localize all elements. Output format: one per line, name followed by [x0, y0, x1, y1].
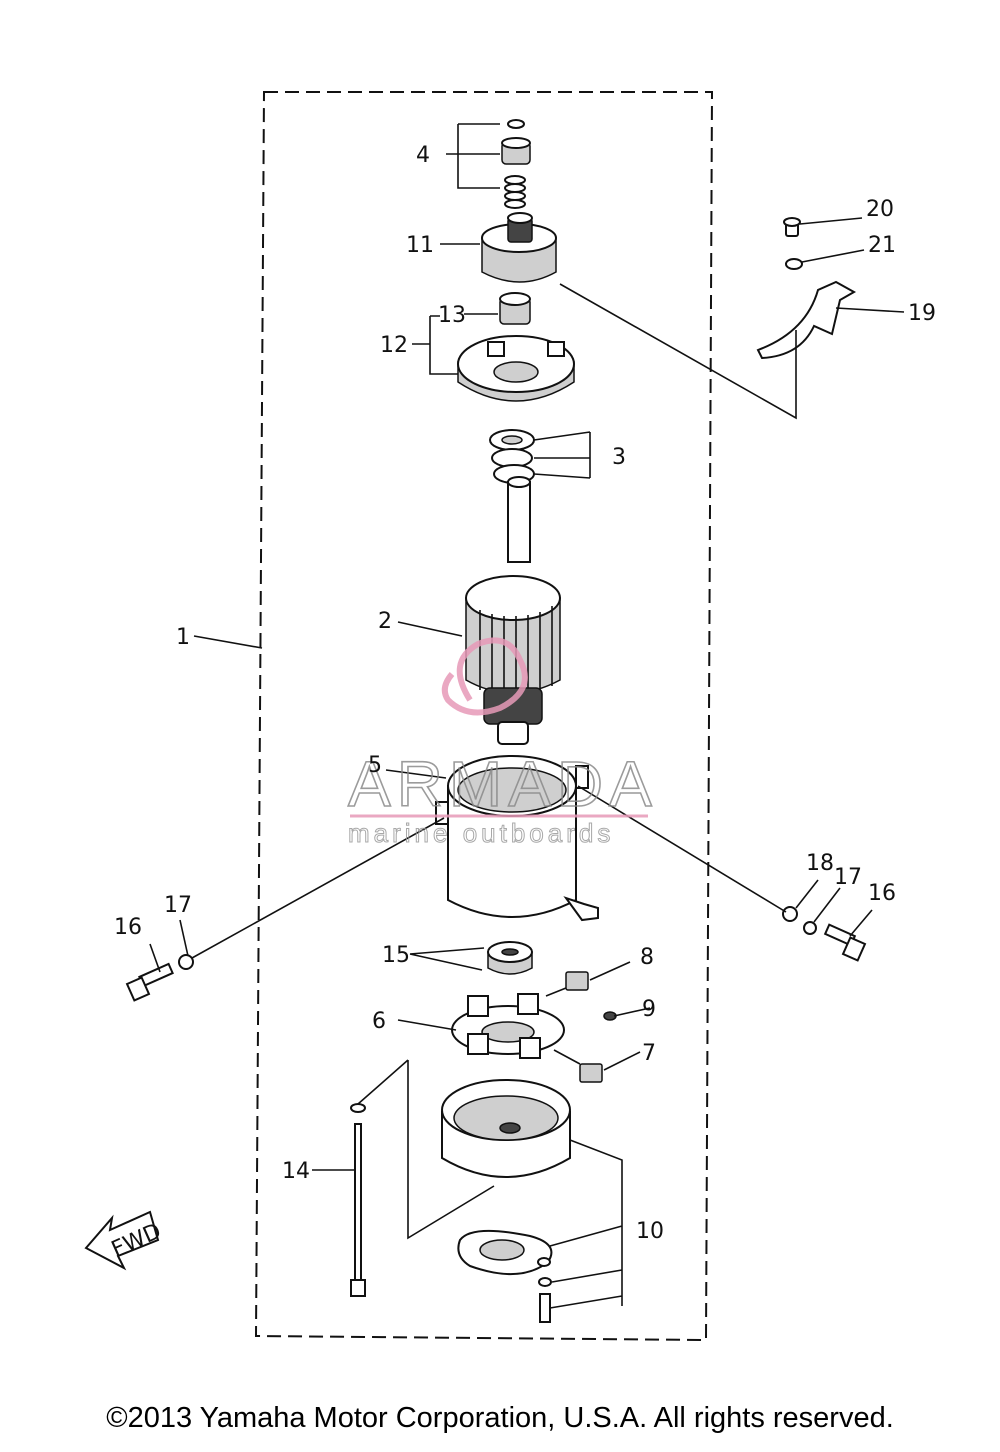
forward-direction-arrow: FWD [84, 1210, 165, 1271]
callout-15: 15 [382, 943, 410, 968]
callout-21: 21 [868, 233, 896, 258]
right-bolt-and-washers [782, 906, 867, 962]
copyright-notice: ©2013 Yamaha Motor Corporation, U.S.A. A… [106, 1402, 894, 1434]
watermark: ARMADA marine outboards [347, 637, 658, 849]
callout-3: 3 [612, 445, 626, 470]
callout-2: 2 [378, 609, 392, 634]
callout-13: 13 [438, 303, 466, 328]
callout-16-left: 16 [114, 915, 142, 940]
callout-5: 5 [368, 753, 382, 778]
callout-6: 6 [372, 1009, 386, 1034]
callout-17-right: 17 [834, 865, 862, 890]
callout-20: 20 [866, 197, 894, 222]
watermark-brand: ARMADA [348, 748, 658, 820]
part-15-washer-set [487, 941, 533, 975]
watermark-logo-swirl [441, 637, 528, 716]
part-4-pinion-stopper-set [501, 119, 531, 209]
callout-7: 7 [642, 1041, 656, 1066]
part-13-bushing [499, 292, 531, 325]
callout-9: 9 [642, 997, 656, 1022]
left-bolt-and-washer [125, 954, 194, 1002]
part-14-through-bolt [350, 1103, 366, 1297]
callout-14: 14 [282, 1159, 310, 1184]
assembly-boundary [254, 91, 714, 1342]
part-3-washer-set [489, 429, 535, 484]
callout-numbers: 4 11 13 12 3 2 1 5 15 8 9 6 7 14 10 16 1… [114, 143, 936, 1244]
callout-8: 8 [640, 945, 654, 970]
leader-lines [149, 123, 905, 1309]
part-6-brush-holder [451, 993, 565, 1059]
part-8-brush [565, 971, 589, 991]
part-7-brush [579, 1063, 603, 1083]
callout-11: 11 [406, 233, 434, 258]
callout-17-left: 17 [164, 893, 192, 918]
part-2-armature [465, 476, 561, 745]
part-5-yoke [435, 755, 599, 922]
part-10-rear-cover [441, 1079, 571, 1323]
callout-1: 1 [176, 625, 190, 650]
callout-19: 19 [908, 301, 936, 326]
part-19-stay-assembly [756, 217, 857, 360]
watermark-tagline: marine outboards [348, 818, 614, 848]
callout-12: 12 [380, 333, 408, 358]
callout-4: 4 [416, 143, 430, 168]
callout-18: 18 [806, 851, 834, 876]
part-12-front-bracket [457, 335, 575, 402]
callout-10: 10 [636, 1219, 664, 1244]
exploded-parts-diagram: FWD ARMADA marine outb [84, 91, 936, 1342]
callout-16-right: 16 [868, 881, 896, 906]
part-11-pinion-drive [481, 212, 557, 283]
